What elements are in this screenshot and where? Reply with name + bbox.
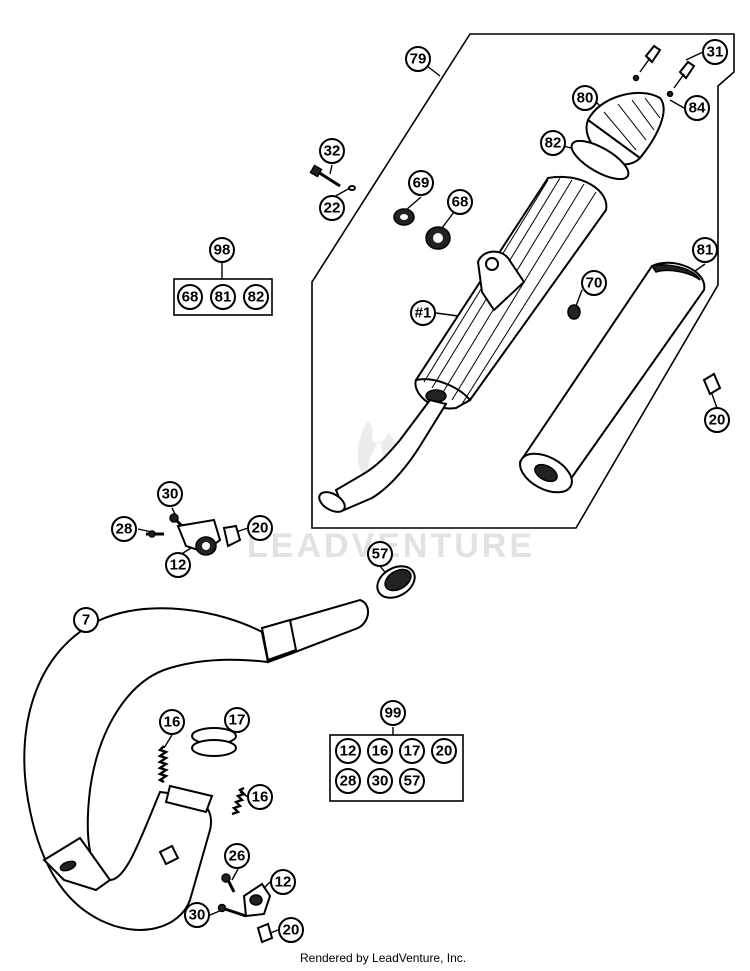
kit-99-item-12[interactable]: 12 bbox=[335, 738, 361, 764]
callout-20-lower[interactable]: 20 bbox=[278, 917, 304, 943]
svg-text:68: 68 bbox=[452, 194, 469, 211]
callout-99[interactable]: 99 bbox=[380, 700, 406, 726]
callout-81[interactable]: 81 bbox=[692, 237, 718, 263]
muffler-body-drawing bbox=[318, 175, 608, 513]
svg-text:57: 57 bbox=[372, 546, 389, 563]
kit-99-item-57[interactable]: 57 bbox=[399, 768, 425, 794]
washer-69-drawing bbox=[393, 208, 415, 226]
svg-text:#1: #1 bbox=[415, 305, 432, 322]
grommet-57-drawing bbox=[376, 565, 416, 599]
svg-text:28: 28 bbox=[340, 773, 357, 790]
gasket-82-drawing bbox=[570, 139, 630, 181]
svg-text:82: 82 bbox=[248, 289, 265, 306]
kit-99-item-20[interactable]: 20 bbox=[431, 738, 457, 764]
callout-79[interactable]: 79 bbox=[405, 46, 431, 72]
bracket-upper-drawing bbox=[146, 513, 242, 556]
callout-26[interactable]: 26 bbox=[224, 843, 250, 869]
callout-32[interactable]: 32 bbox=[319, 138, 345, 164]
svg-text:17: 17 bbox=[404, 743, 421, 760]
nut-70-drawing bbox=[567, 304, 581, 320]
svg-text:81: 81 bbox=[697, 242, 714, 259]
kit-98-item-68[interactable]: 68 bbox=[177, 284, 203, 310]
svg-text:20: 20 bbox=[709, 412, 726, 429]
svg-text:30: 30 bbox=[372, 773, 389, 790]
callout-30-lower[interactable]: 30 bbox=[184, 902, 210, 928]
callout-20-upper-bracket[interactable]: 20 bbox=[247, 515, 273, 541]
svg-text:57: 57 bbox=[404, 773, 421, 790]
svg-text:12: 12 bbox=[275, 874, 292, 891]
kit-98-item-81[interactable]: 81 bbox=[210, 284, 236, 310]
svg-text:99: 99 bbox=[385, 705, 402, 722]
callout-69[interactable]: 69 bbox=[408, 170, 434, 196]
part-drawings bbox=[23, 44, 722, 944]
callout-16-left[interactable]: 16 bbox=[159, 709, 185, 735]
svg-text:20: 20 bbox=[436, 743, 453, 760]
kit-99-item-30[interactable]: 30 bbox=[367, 768, 393, 794]
callout-30-upper[interactable]: 30 bbox=[157, 481, 183, 507]
callout-31[interactable]: 31 bbox=[702, 39, 728, 65]
callout-98[interactable]: 98 bbox=[209, 237, 235, 263]
svg-text:82: 82 bbox=[545, 135, 562, 152]
callout-80[interactable]: 80 bbox=[572, 85, 598, 111]
callout-16-right[interactable]: 16 bbox=[247, 784, 273, 810]
callout-70[interactable]: 70 bbox=[581, 270, 607, 296]
bolt-32-drawing bbox=[309, 164, 356, 191]
bushing-68-drawing bbox=[425, 226, 451, 250]
svg-text:68: 68 bbox=[182, 289, 199, 306]
kit-99-item-16[interactable]: 16 bbox=[367, 738, 393, 764]
watermark: LEADVENTURE bbox=[247, 420, 532, 565]
end-cap-80-drawing bbox=[585, 44, 696, 166]
svg-text:20: 20 bbox=[283, 922, 300, 939]
svg-text:81: 81 bbox=[215, 289, 232, 306]
kit-99-item-28[interactable]: 28 bbox=[335, 768, 361, 794]
svg-text:12: 12 bbox=[170, 557, 187, 574]
callout-12-upper[interactable]: 12 bbox=[165, 552, 191, 578]
svg-text:16: 16 bbox=[252, 789, 269, 806]
callout-84[interactable]: 84 bbox=[684, 95, 710, 121]
svg-text:70: 70 bbox=[586, 275, 603, 292]
kit-98-item-82[interactable]: 82 bbox=[243, 284, 269, 310]
render-credit: Rendered by LeadVenture, Inc. bbox=[300, 951, 466, 965]
svg-text:16: 16 bbox=[372, 743, 389, 760]
svg-text:32: 32 bbox=[324, 143, 341, 160]
callout-57[interactable]: 57 bbox=[367, 541, 393, 567]
callout-28-upper[interactable]: 28 bbox=[111, 516, 137, 542]
clip-20-upper-drawing bbox=[702, 372, 722, 396]
svg-text:84: 84 bbox=[689, 100, 706, 117]
svg-text:12: 12 bbox=[340, 743, 357, 760]
silencer-assembly-frame bbox=[311, 33, 735, 529]
svg-text:31: 31 bbox=[707, 44, 724, 61]
callout-7[interactable]: 7 bbox=[73, 607, 99, 633]
svg-text:98: 98 bbox=[214, 242, 231, 259]
svg-text:79: 79 bbox=[410, 51, 427, 68]
svg-text:16: 16 bbox=[164, 714, 181, 731]
bracket-lower-drawing bbox=[217, 873, 274, 944]
svg-text:20: 20 bbox=[252, 520, 269, 537]
callout-20-upper-right[interactable]: 20 bbox=[704, 407, 730, 433]
svg-text:28: 28 bbox=[116, 521, 133, 538]
callout-muffler-1[interactable]: #1 bbox=[410, 300, 436, 326]
kit-99-item-17[interactable]: 17 bbox=[399, 738, 425, 764]
svg-text:69: 69 bbox=[413, 175, 430, 192]
svg-text:17: 17 bbox=[229, 712, 246, 729]
callout-12-lower[interactable]: 12 bbox=[270, 869, 296, 895]
callout-82[interactable]: 82 bbox=[540, 130, 566, 156]
callout-68[interactable]: 68 bbox=[447, 189, 473, 215]
o-ring-17-drawing bbox=[191, 727, 237, 757]
svg-text:30: 30 bbox=[162, 486, 179, 503]
packing-81-drawing bbox=[518, 261, 706, 494]
svg-text:30: 30 bbox=[189, 907, 206, 924]
svg-text:22: 22 bbox=[324, 200, 341, 217]
header-pipe-7-drawing bbox=[23, 598, 369, 931]
spring-16-left-drawing bbox=[157, 745, 169, 784]
svg-text:80: 80 bbox=[577, 90, 594, 107]
svg-text:26: 26 bbox=[229, 848, 246, 865]
callout-22[interactable]: 22 bbox=[319, 195, 345, 221]
svg-text:7: 7 bbox=[82, 612, 90, 629]
callout-17[interactable]: 17 bbox=[224, 707, 250, 733]
spring-16-right-drawing bbox=[231, 786, 247, 816]
